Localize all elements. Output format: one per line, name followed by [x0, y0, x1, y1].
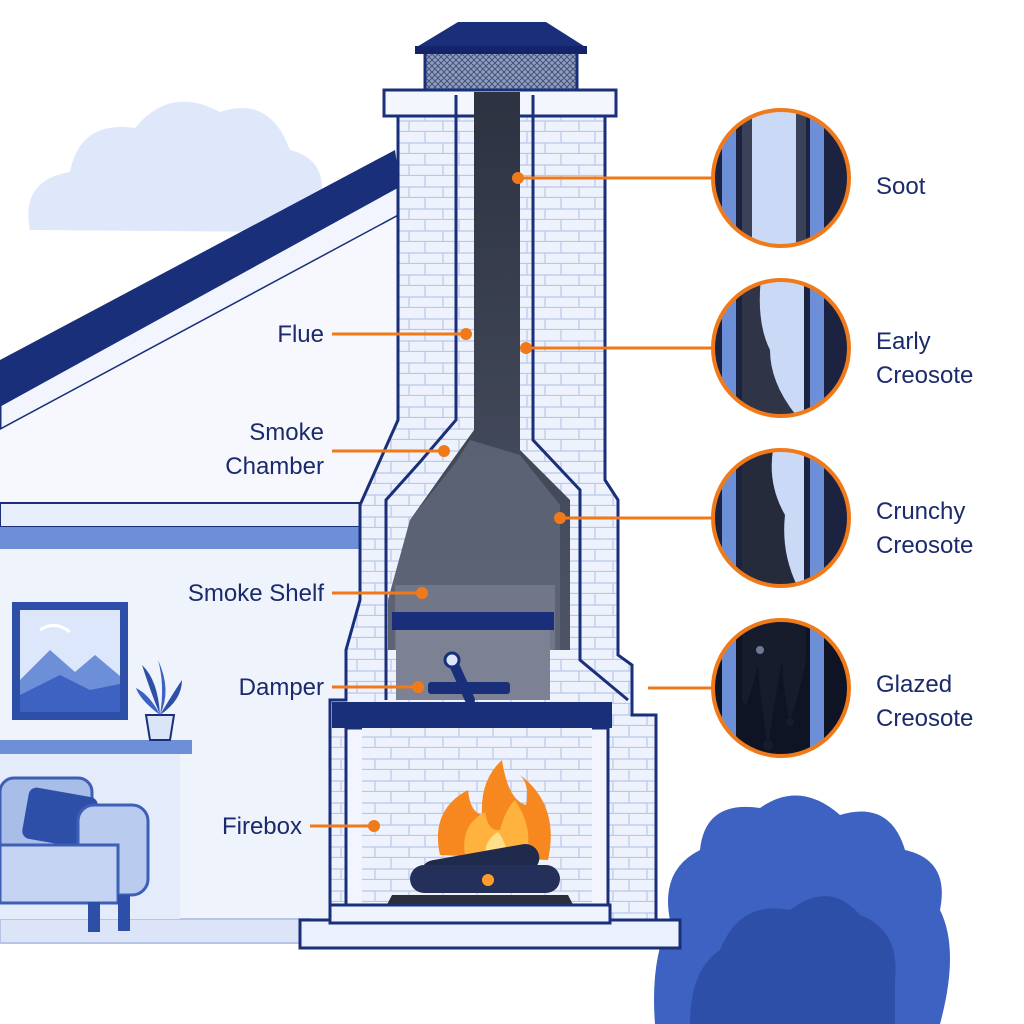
bush-icon [654, 795, 950, 1024]
glazed-creosote-detail-circle [713, 620, 849, 756]
label-flue: Flue [277, 321, 324, 348]
label-early-creosote: Early Creosote [876, 328, 974, 389]
label-firebox: Firebox [221, 813, 302, 840]
label-crunchy-creosote: Crunchy Creosote [876, 498, 974, 559]
fire-icon [410, 760, 560, 893]
sofa-icon [0, 776, 150, 932]
label-smoke-chamber: Smoke Chamber [225, 419, 324, 480]
label-soot: Soot [876, 173, 926, 200]
leader-lines [310, 172, 713, 832]
cloud-icon [28, 101, 322, 232]
label-damper: Damper [238, 674, 324, 701]
damper [332, 612, 612, 728]
roof [0, 150, 402, 505]
label-glazed-creosote: Glazed Creosote [876, 671, 974, 732]
potted-plant-icon [136, 660, 182, 741]
soot-detail-circle [713, 110, 849, 246]
label-smoke-shelf: Smoke Shelf [187, 580, 324, 607]
chimney-cap-icon [415, 22, 587, 92]
early-creosote-detail-circle [713, 280, 849, 416]
landscape-picture-icon [12, 602, 128, 720]
crunchy-creosote-detail-circle [713, 450, 849, 586]
